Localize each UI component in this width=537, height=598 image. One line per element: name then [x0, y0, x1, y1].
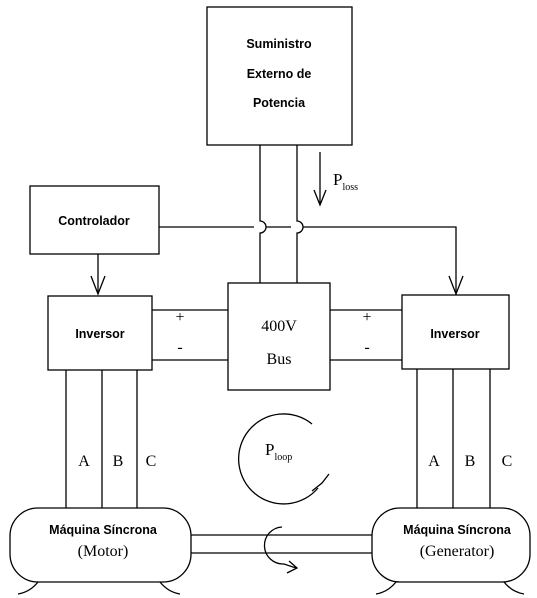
left-minus-sign: -	[177, 339, 182, 356]
supply-to-bus-line-right	[296, 145, 304, 283]
phase-c-left-label: C	[146, 453, 157, 470]
phase-b-left-label: B	[113, 453, 124, 470]
p-loss-arrow	[313, 152, 327, 207]
shaft-rotation-arrowhead	[286, 560, 299, 574]
inverter-left-label: Inversor	[75, 327, 124, 341]
phase-c-right-label: C	[502, 453, 513, 470]
controller-block: Controlador	[29, 185, 160, 255]
motor-machine: Máquina Síncrona (Motor)	[9, 507, 192, 595]
p-loop-arrowhead	[311, 473, 330, 492]
inverter-right-label: Inversor	[430, 327, 479, 341]
phase-lines-left	[65, 370, 138, 508]
inverter-right-block: Inversor	[401, 294, 510, 370]
controller-to-right-inverter-line	[159, 226, 457, 293]
inverter-left-block: Inversor	[47, 295, 153, 371]
controller-to-right-inverter-arrowhead	[448, 275, 464, 296]
right-minus-sign: -	[364, 339, 369, 356]
p-loop-circulation-arrow	[238, 413, 319, 505]
left-plus-sign: +	[175, 309, 184, 326]
supply-to-bus-line-left	[259, 145, 267, 283]
motor-role: (Motor)	[78, 543, 129, 560]
p-loop-label: Ploop	[265, 440, 292, 463]
bus-voltage-label: 400V	[261, 318, 297, 335]
phase-b-right-label: B	[465, 453, 476, 470]
controller-label: Controlador	[58, 214, 130, 228]
right-plus-sign: +	[362, 309, 371, 326]
generator-title: Máquina Síncrona	[403, 523, 512, 537]
supply-label-line3: Potencia	[253, 96, 306, 110]
generator-machine: Máquina Síncrona (Generator)	[371, 507, 531, 595]
dc-bus-block: 400V Bus	[227, 282, 331, 391]
supply-label-line2: Externo de	[247, 67, 312, 81]
p-loss-label: Ploss	[333, 170, 358, 193]
generator-role: (Generator)	[420, 543, 495, 560]
motor-title: Máquina Síncrona	[49, 523, 158, 537]
phase-a-left-label: A	[78, 453, 90, 470]
shaft-rotation-arrow	[263, 526, 297, 569]
external-power-supply-block: Suministro Externo de Potencia	[206, 6, 353, 146]
phase-a-right-label: A	[428, 453, 440, 470]
phase-lines-right	[416, 369, 491, 508]
supply-label-line1: Suministro	[246, 37, 312, 51]
controller-to-left-inverter-arrowhead	[90, 275, 106, 296]
bus-label: Bus	[267, 351, 292, 368]
